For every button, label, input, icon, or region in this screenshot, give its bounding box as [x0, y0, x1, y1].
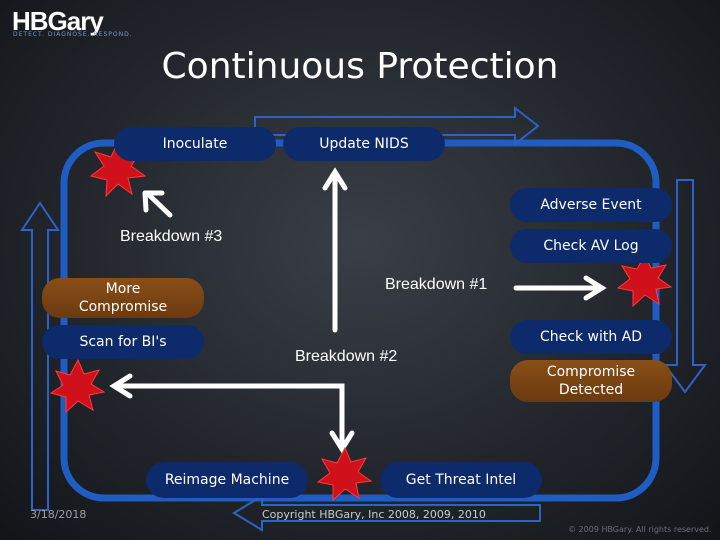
- right-flow-arrow: [663, 179, 707, 394]
- node-label: Inoculate: [162, 136, 228, 152]
- burst-icon: [616, 253, 673, 308]
- breakdown2-down-arrow: [307, 383, 345, 448]
- node-check-av-log: Check AV Log: [510, 229, 672, 263]
- company-logo: HBGary: [12, 6, 104, 36]
- node-label: Check AV Log: [543, 238, 639, 254]
- copyright-text: Copyright HBGary, Inc 2008, 2009, 2010: [262, 508, 486, 521]
- node-label: Reimage Machine: [164, 472, 290, 488]
- left-flow-arrow: [20, 201, 60, 511]
- breakdown-2-label: Breakdown #2: [295, 348, 398, 365]
- node-inoculate: Inoculate: [114, 127, 276, 161]
- bottom-flow-arrow: [232, 494, 541, 532]
- node-adverse-event: Adverse Event: [510, 188, 672, 222]
- breakdown3-arrow: [145, 191, 173, 218]
- node-update-nids: Update NIDS: [283, 127, 445, 161]
- node-compromise-detected: Compromise Detected: [510, 360, 672, 402]
- breakdown-1-label: Breakdown #1: [385, 276, 488, 293]
- node-label: Get Threat Intel: [405, 472, 517, 488]
- burst-icon: [316, 446, 373, 502]
- node-reimage-machine: Reimage Machine: [146, 462, 308, 498]
- node-label: Check with AD: [539, 329, 643, 345]
- node-check-with-ad: Check with AD: [510, 320, 672, 354]
- node-label: Compromise Detected: [546, 364, 636, 398]
- breakdown-3-label: Breakdown #3: [120, 228, 223, 245]
- slide-date: 3/18/2018: [30, 508, 87, 521]
- node-get-threat-intel: Get Threat Intel: [380, 462, 542, 498]
- node-label: More Compromise: [78, 281, 168, 315]
- burst-icon: [49, 358, 106, 414]
- node-more-compromise: More Compromise: [42, 278, 204, 318]
- node-scan-for-bis: Scan for BI's: [42, 325, 204, 359]
- node-label: Adverse Event: [540, 197, 642, 213]
- slide-title: Continuous Protection: [161, 46, 559, 87]
- node-label: Scan for BI's: [79, 334, 167, 350]
- node-label: Update NIDS: [319, 136, 409, 152]
- corner-copyright: © 2009 HBGary. All rights reserved.: [568, 525, 712, 534]
- logo-tagline: DETECT. DIAGNOSE. RESPOND.: [13, 31, 133, 38]
